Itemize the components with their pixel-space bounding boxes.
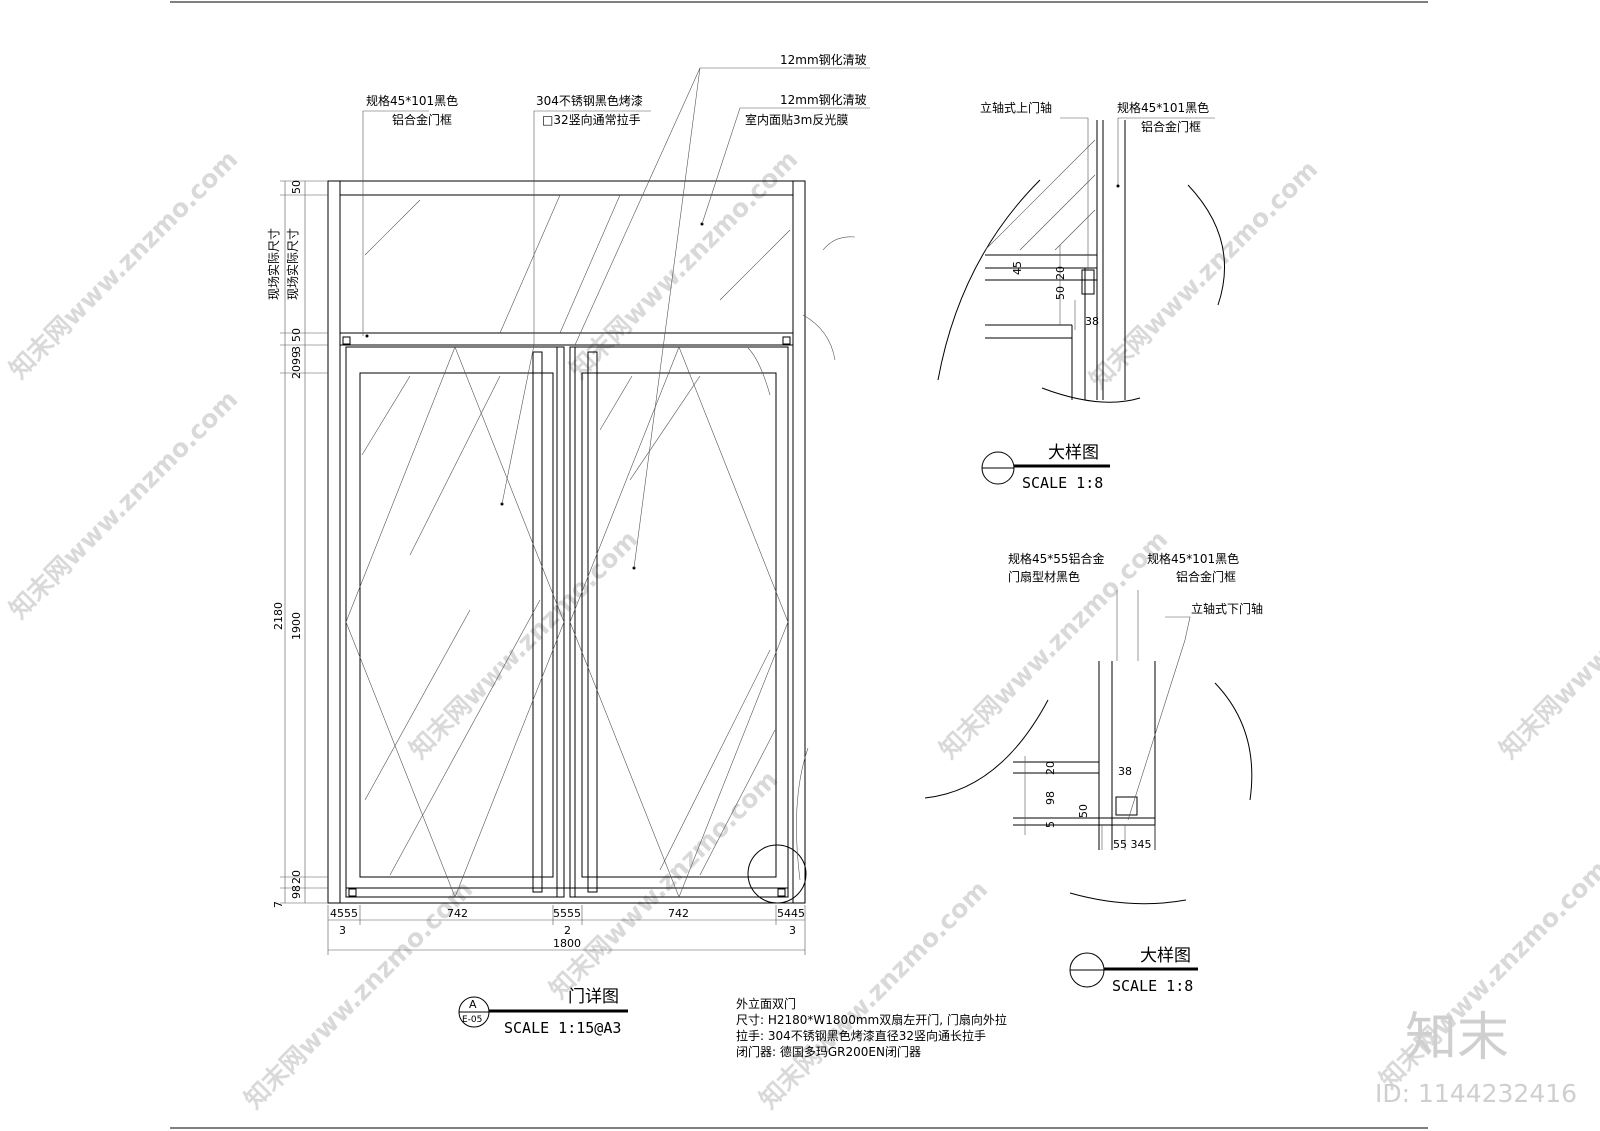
detail-top-axis-label: 立轴式上门轴: [980, 100, 1052, 115]
svg-text:知末网www.znzmo.com: 知末网www.znzmo.com: [544, 765, 784, 1005]
detail-top-frame-mat: 铝合金门框: [1141, 119, 1201, 134]
callout-glass-top: 12mm钢化清玻: [780, 53, 867, 67]
svg-text:4555: 4555: [330, 907, 358, 920]
notes-block: 外立面双门 尺寸: H2180*W1800mm双扇左开门, 门扇向外拉 拉手: …: [736, 996, 1007, 1059]
svg-text:2099: 2099: [290, 351, 303, 379]
svg-text:2180: 2180: [272, 602, 285, 630]
svg-text:3: 3: [290, 346, 303, 353]
svg-text:50: 50: [1054, 286, 1067, 300]
ref-letter: A: [469, 998, 477, 1011]
svg-text:知末网www.znzmo.com: 知末网www.znzmo.com: [4, 385, 244, 625]
right-leaf: [569, 346, 789, 898]
detail-top-title: 大样图: [1048, 443, 1099, 463]
svg-text:3: 3: [789, 924, 796, 937]
svg-text:3: 3: [339, 924, 346, 937]
callout-frame-material: 铝合金门框: [392, 112, 452, 127]
svg-text:50: 50: [290, 328, 303, 342]
svg-text:1800: 1800: [553, 937, 581, 950]
detail-top-frame-spec: 规格45*101黑色: [1117, 100, 1209, 115]
svg-text:知末网www.znzmo.com: 知末网www.znzmo.com: [1494, 525, 1600, 765]
callout-handle-desc: □32竖向通常拉手: [542, 112, 641, 127]
site-size-label-1: 现场实际尺寸: [266, 228, 281, 300]
note-line-3: 拉手: 304不锈钢黑色烤漆直径32竖向通长拉手: [736, 1028, 986, 1043]
svg-text:55 345: 55 345: [1113, 838, 1152, 851]
note-line-2: 尺寸: H2180*W1800mm双扇左开门, 门扇向外拉: [736, 1012, 1007, 1027]
svg-text:5: 5: [1044, 821, 1057, 828]
svg-text:20: 20: [1044, 761, 1057, 775]
main-title-block: A E-05 门详图 SCALE 1:15@A3: [458, 987, 628, 1037]
brand-logo: 知末: [1405, 1008, 1509, 1068]
svg-text:5555: 5555: [553, 907, 581, 920]
door-elevation: [327, 67, 870, 904]
callout-frame-spec: 规格45*101黑色: [366, 93, 458, 108]
right-handle: [587, 351, 598, 893]
detail-top-scale: SCALE 1:8: [1022, 474, 1103, 492]
site-size-label-2: 现场实际尺寸: [285, 228, 300, 300]
svg-text:1900: 1900: [290, 612, 303, 640]
horizontal-dimensions: 4555 742 5555 742 5445 3 2 3 1800: [327, 905, 806, 955]
detail-bottom-axis-label: 立轴式下门轴: [1191, 601, 1263, 616]
watermark-layer: 知末网www.znzmo.com 知末网www.znzmo.com 知末网www…: [4, 145, 1600, 1115]
inner-frame: [339, 180, 794, 904]
svg-text:知末网www.znzmo.com: 知末网www.znzmo.com: [1084, 155, 1324, 395]
left-handle: [532, 351, 543, 893]
svg-text:50: 50: [1077, 804, 1090, 818]
svg-text:知末网www.znzmo.com: 知末网www.znzmo.com: [239, 875, 479, 1115]
detail-bottom-title: 大样图: [1140, 946, 1191, 966]
svg-text:742: 742: [668, 907, 689, 920]
svg-text:知末网www.znzmo.com: 知末网www.znzmo.com: [404, 525, 644, 765]
vertical-dimensions: 50 50 3 2099 1900 20 98 7 2180: [272, 180, 328, 908]
svg-text:38: 38: [1085, 315, 1099, 328]
detail-bottom-scale: SCALE 1:8: [1112, 977, 1193, 995]
svg-text:38: 38: [1118, 765, 1132, 778]
main-title: 门详图: [568, 987, 619, 1007]
svg-text:7: 7: [272, 901, 285, 908]
main-callouts: 规格45*101黑色 铝合金门框 304不锈钢黑色烤漆 □32竖向通常拉手 12…: [366, 53, 867, 127]
ref-sheet: E-05: [462, 1015, 482, 1025]
detail-bottom-frame-spec: 规格45*101黑色: [1147, 551, 1239, 566]
detail-top: 45 20 50 38 立轴式上门轴 规格45*101黑色 铝合金门框 大样图 …: [937, 100, 1225, 492]
svg-text:98: 98: [1044, 791, 1057, 805]
note-line-1: 外立面双门: [736, 996, 796, 1011]
callout-handle-spec: 304不锈钢黑色烤漆: [536, 93, 643, 108]
main-scale: SCALE 1:15@A3: [504, 1019, 621, 1037]
svg-text:20: 20: [1054, 266, 1067, 280]
svg-text:742: 742: [447, 907, 468, 920]
callout-glass-film: 室内面贴3m反光膜: [745, 112, 848, 127]
detail-callout-circle: [747, 844, 807, 904]
svg-text:45: 45: [1011, 261, 1024, 275]
detail-bottom: 20 98 5 50 38 55 345 规格45*55铝合金 门扇型材黑色 规…: [924, 551, 1263, 995]
callout-glass-leaf: 12mm钢化清玻: [780, 93, 867, 107]
detail-bottom-frame-mat: 铝合金门框: [1176, 569, 1236, 584]
svg-text:98: 98: [290, 885, 303, 899]
svg-text:50: 50: [290, 180, 303, 194]
detail-bottom-leaf-mat: 门扇型材黑色: [1008, 569, 1080, 584]
svg-text:5445: 5445: [777, 907, 805, 920]
brand-id: ID: 1144232416: [1375, 1079, 1577, 1108]
svg-text:知末网www.znzmo.com: 知末网www.znzmo.com: [4, 145, 244, 385]
detail-bottom-leaf-spec: 规格45*55铝合金: [1008, 551, 1105, 566]
note-line-4: 闭门器: 德国多玛GR200EN闭门器: [736, 1044, 921, 1059]
svg-text:2: 2: [564, 924, 571, 937]
svg-text:20: 20: [290, 870, 303, 884]
